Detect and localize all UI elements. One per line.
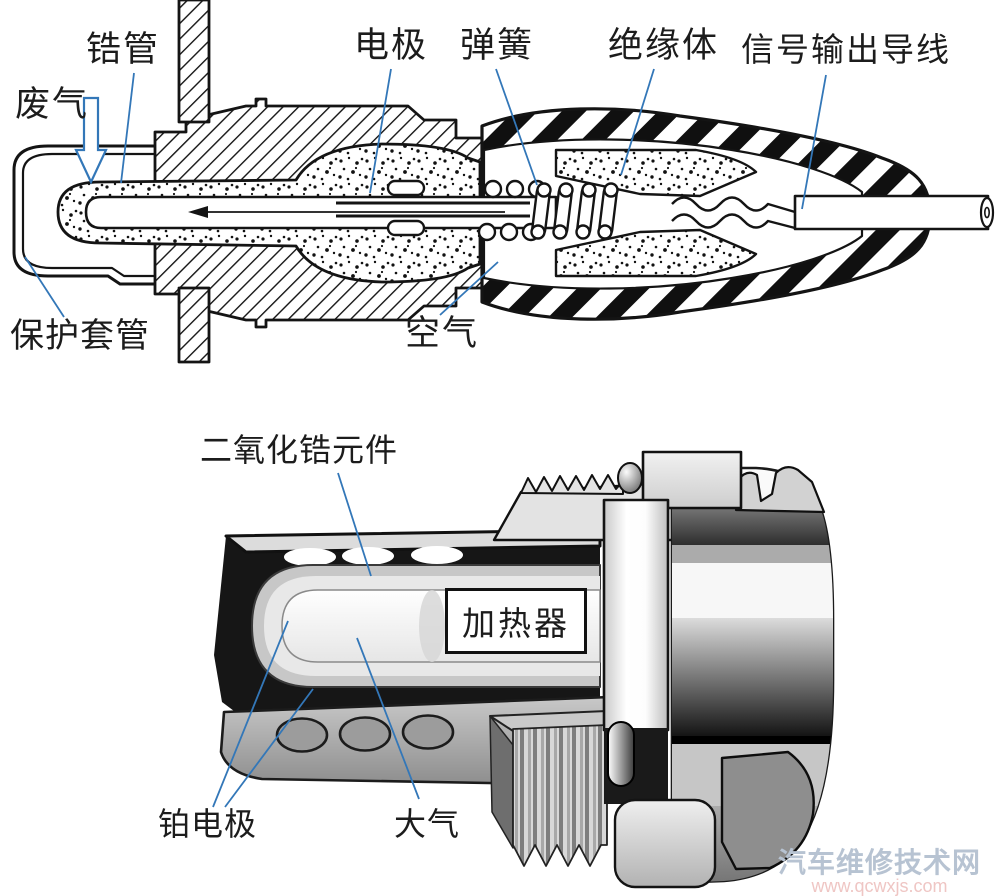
leader-insulator — [620, 68, 655, 176]
thread-left-face — [489, 715, 514, 849]
weld-dome — [617, 462, 643, 494]
label-exhaust: 废气 — [15, 85, 90, 124]
leader-pt-1 — [212, 620, 289, 808]
exhaust-pipe-wall-bottom — [177, 286, 211, 364]
vent-hole — [275, 717, 329, 753]
exhaust-arrow — [74, 96, 108, 185]
vent-slot — [284, 548, 336, 566]
label-sleeve: 保护套管 — [10, 318, 150, 355]
label-electrode: 电极 — [354, 26, 429, 65]
label-atmosphere: 大气 — [394, 806, 461, 842]
protective-sleeve-outline — [12, 144, 206, 286]
watermark-site-url: www.qcwxjs.com — [811, 876, 948, 896]
label-zro2-element: 二氧化锆元件 — [200, 432, 399, 468]
leader-signal-wire — [801, 74, 827, 210]
vent-slot — [411, 546, 463, 564]
leader-atmosphere — [356, 637, 420, 800]
vent-slot — [342, 547, 394, 565]
label-spring: 弹簧 — [460, 26, 535, 65]
lower-lobe — [720, 750, 815, 871]
collar-upper — [602, 498, 670, 732]
threads — [512, 724, 608, 867]
leader-zr-tube — [120, 72, 135, 184]
wavy-connector — [671, 196, 796, 214]
upper-block — [641, 450, 743, 510]
insulator-bottom — [554, 228, 758, 278]
seal-ring — [607, 721, 635, 787]
leader-lines — [24, 68, 827, 808]
sensor-cutaway-3d — [214, 450, 835, 889]
leader-air — [439, 261, 499, 316]
label-insulator: 绝缘体 — [608, 26, 720, 65]
vent-hole — [401, 714, 455, 750]
label-pt-electrode: 铂电极 — [158, 806, 258, 842]
leader-spring — [495, 68, 538, 186]
label-signal-wire: 信号输出导线 — [741, 33, 951, 69]
label-heater: 加热器 — [445, 588, 587, 654]
watermark: 汽车维修技术网 www.qcwxjs.com — [778, 848, 981, 896]
top-notched-piece — [734, 466, 826, 514]
vent-hole — [338, 716, 392, 752]
leader-zro2 — [337, 472, 372, 577]
spring-coils — [477, 179, 619, 242]
exhaust-pipe-wall-top — [177, 0, 211, 124]
leader-pt-2 — [224, 688, 314, 808]
collar-foot — [613, 798, 717, 889]
label-zr-tube: 锆管 — [86, 30, 161, 69]
leader-electrode — [369, 68, 392, 194]
label-air: 空气 — [405, 314, 480, 353]
signal-cable — [793, 194, 990, 231]
watermark-site-name: 汽车维修技术网 — [778, 847, 982, 878]
leader-sleeve — [24, 256, 65, 318]
thread-crests — [520, 474, 624, 495]
